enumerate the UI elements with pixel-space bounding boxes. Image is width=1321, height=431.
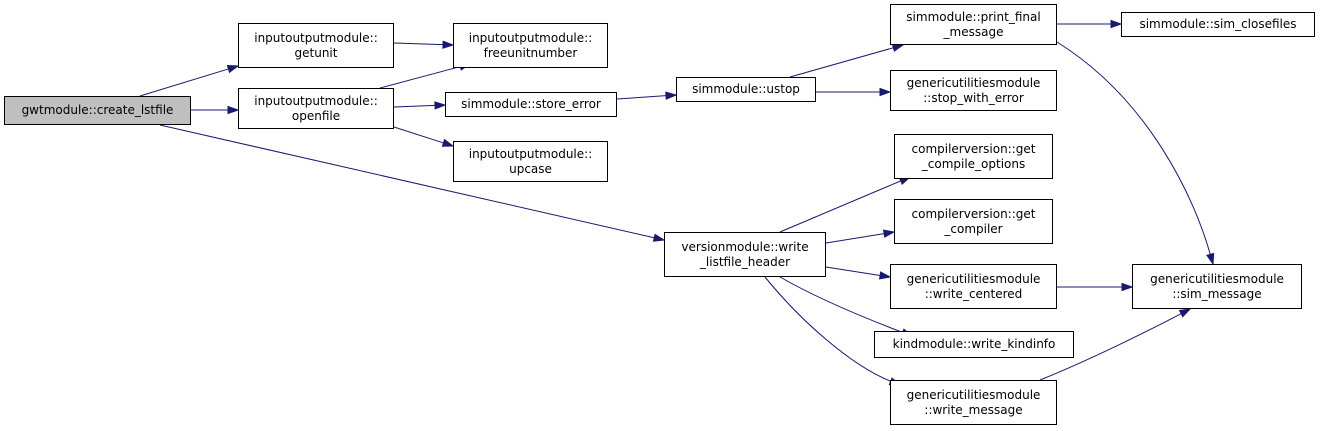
edge-write_listfile_header-to-write_message [764,276,891,382]
node-openfile[interactable]: inputoutputmodule:: openfile [238,88,394,129]
edge-getunit-to-freeunitnumber [393,42,444,46]
edge-arrowhead [441,138,455,147]
node-sim-message[interactable]: genericutilitiesmodule ::sim_message [1132,264,1302,309]
edge-write_listfile_header-to-get_compiler [825,233,885,244]
edge-arrowhead [652,233,666,242]
node-getunit[interactable]: inputoutputmodule:: getunit [238,23,394,68]
node-label-line: compilerversion::get [911,206,1036,221]
node-label-line: ::sim_message [1172,286,1262,301]
edge-arrowhead [442,40,455,49]
node-label-line: inputoutputmodule:: [254,30,378,45]
node-label-line: ::stop_with_error [923,90,1024,105]
node-label-line: inputoutputmodule:: [468,30,593,45]
node-label-line: ::write_message [924,402,1023,417]
node-label-line: _listfile_header [699,254,791,269]
edge-write_listfile_header-to-get_compile_options [779,180,901,233]
node-label-line: genericutilitiesmodule [1150,271,1284,286]
edge-arrowhead [1206,252,1215,266]
edge-openfile-to-freeunitnumber [379,66,461,89]
node-label-line: _compiler [944,221,1003,236]
edge-openfile-to-store_error [393,104,436,108]
edge-create_lstfile-to-write_listfile_header [159,124,655,239]
node-label-line: genericutilitiesmodule [906,387,1041,402]
node-label-line: simmodule::print_final [906,9,1041,24]
node-label-line: simmodule::store_error [461,97,601,111]
node-get-compile-options[interactable]: compilerversion::get _compile_options [894,134,1053,179]
node-sim-closefiles[interactable]: simmodule::sim_closefiles [1121,12,1315,37]
node-write-kindinfo[interactable]: kindmodule::write_kindinfo [874,331,1074,358]
node-label-line: openfile [291,108,341,123]
node-ustop[interactable]: simmodule::ustop [676,77,816,102]
edge-print_final_message-to-sim_message [1056,41,1211,255]
edge-arrowhead [1121,282,1134,292]
edge-arrowhead [434,101,447,110]
node-label-line: getunit [294,45,338,60]
edge-arrowhead [879,87,892,97]
edge-arrowhead [227,105,240,115]
node-label-line: gwtmodule::create_lstfile [21,103,174,117]
node-label-line: inputoutputmodule:: [254,93,378,108]
edge-arrowhead [665,91,678,100]
node-write-centered[interactable]: genericutilitiesmodule ::write_centered [890,264,1057,309]
node-label-line: compilerversion::get [911,141,1036,156]
edge-arrowhead [878,271,892,280]
node-label-line: _message [943,24,1004,39]
node-label-line: freeunitnumber [483,45,578,60]
node-label-line: genericutilitiesmodule [906,271,1041,286]
node-upcase[interactable]: inputoutputmodule:: upcase [453,141,608,182]
node-label-line: simmodule::sim_closefiles [1139,17,1297,31]
edge-ustop-to-print_final_message [789,47,894,78]
node-freeunitnumber[interactable]: inputoutputmodule:: freeunitnumber [453,23,608,68]
edge-write_listfile_header-to-write_centered [825,266,881,276]
node-label-line: ::write_centered [924,286,1023,301]
node-label-line: _compile_options [921,156,1026,171]
node-store-error[interactable]: simmodule::store_error [445,92,617,117]
edge-arrowhead [226,65,240,74]
edge-create_lstfile-to-getunit [139,68,229,97]
node-get-compiler[interactable]: compilerversion::get _compiler [894,199,1053,244]
edge-write_message-to-sim_message [1039,313,1182,381]
node-label-line: simmodule::ustop [692,82,800,96]
edge-arrowhead [882,229,896,238]
node-create-lstfile: gwtmodule::create_lstfile [4,96,191,125]
node-print-final-message[interactable]: simmodule::print_final _message [890,4,1057,45]
edge-write_listfile_header-to-write_kindinfo [779,276,903,333]
node-label-line: inputoutputmodule:: [468,146,593,161]
node-label-line: upcase [509,161,552,176]
node-write-message[interactable]: genericutilitiesmodule ::write_message [890,380,1057,425]
edge-arrowhead [1178,308,1192,318]
edge-openfile-to-upcase [393,126,444,144]
node-label-line: kindmodule::write_kindinfo [892,337,1056,351]
edge-store_error-to-ustop [616,95,667,100]
edge-arrowhead [891,43,905,52]
node-label-line: genericutilitiesmodule [906,75,1041,90]
node-label-line: versionmodule::write [681,239,809,254]
node-write-listfile-header[interactable]: versionmodule::write _listfile_header [664,232,826,277]
edge-arrowhead [1110,19,1123,29]
node-stop-with-error[interactable]: genericutilitiesmodule ::stop_with_error [890,70,1057,111]
